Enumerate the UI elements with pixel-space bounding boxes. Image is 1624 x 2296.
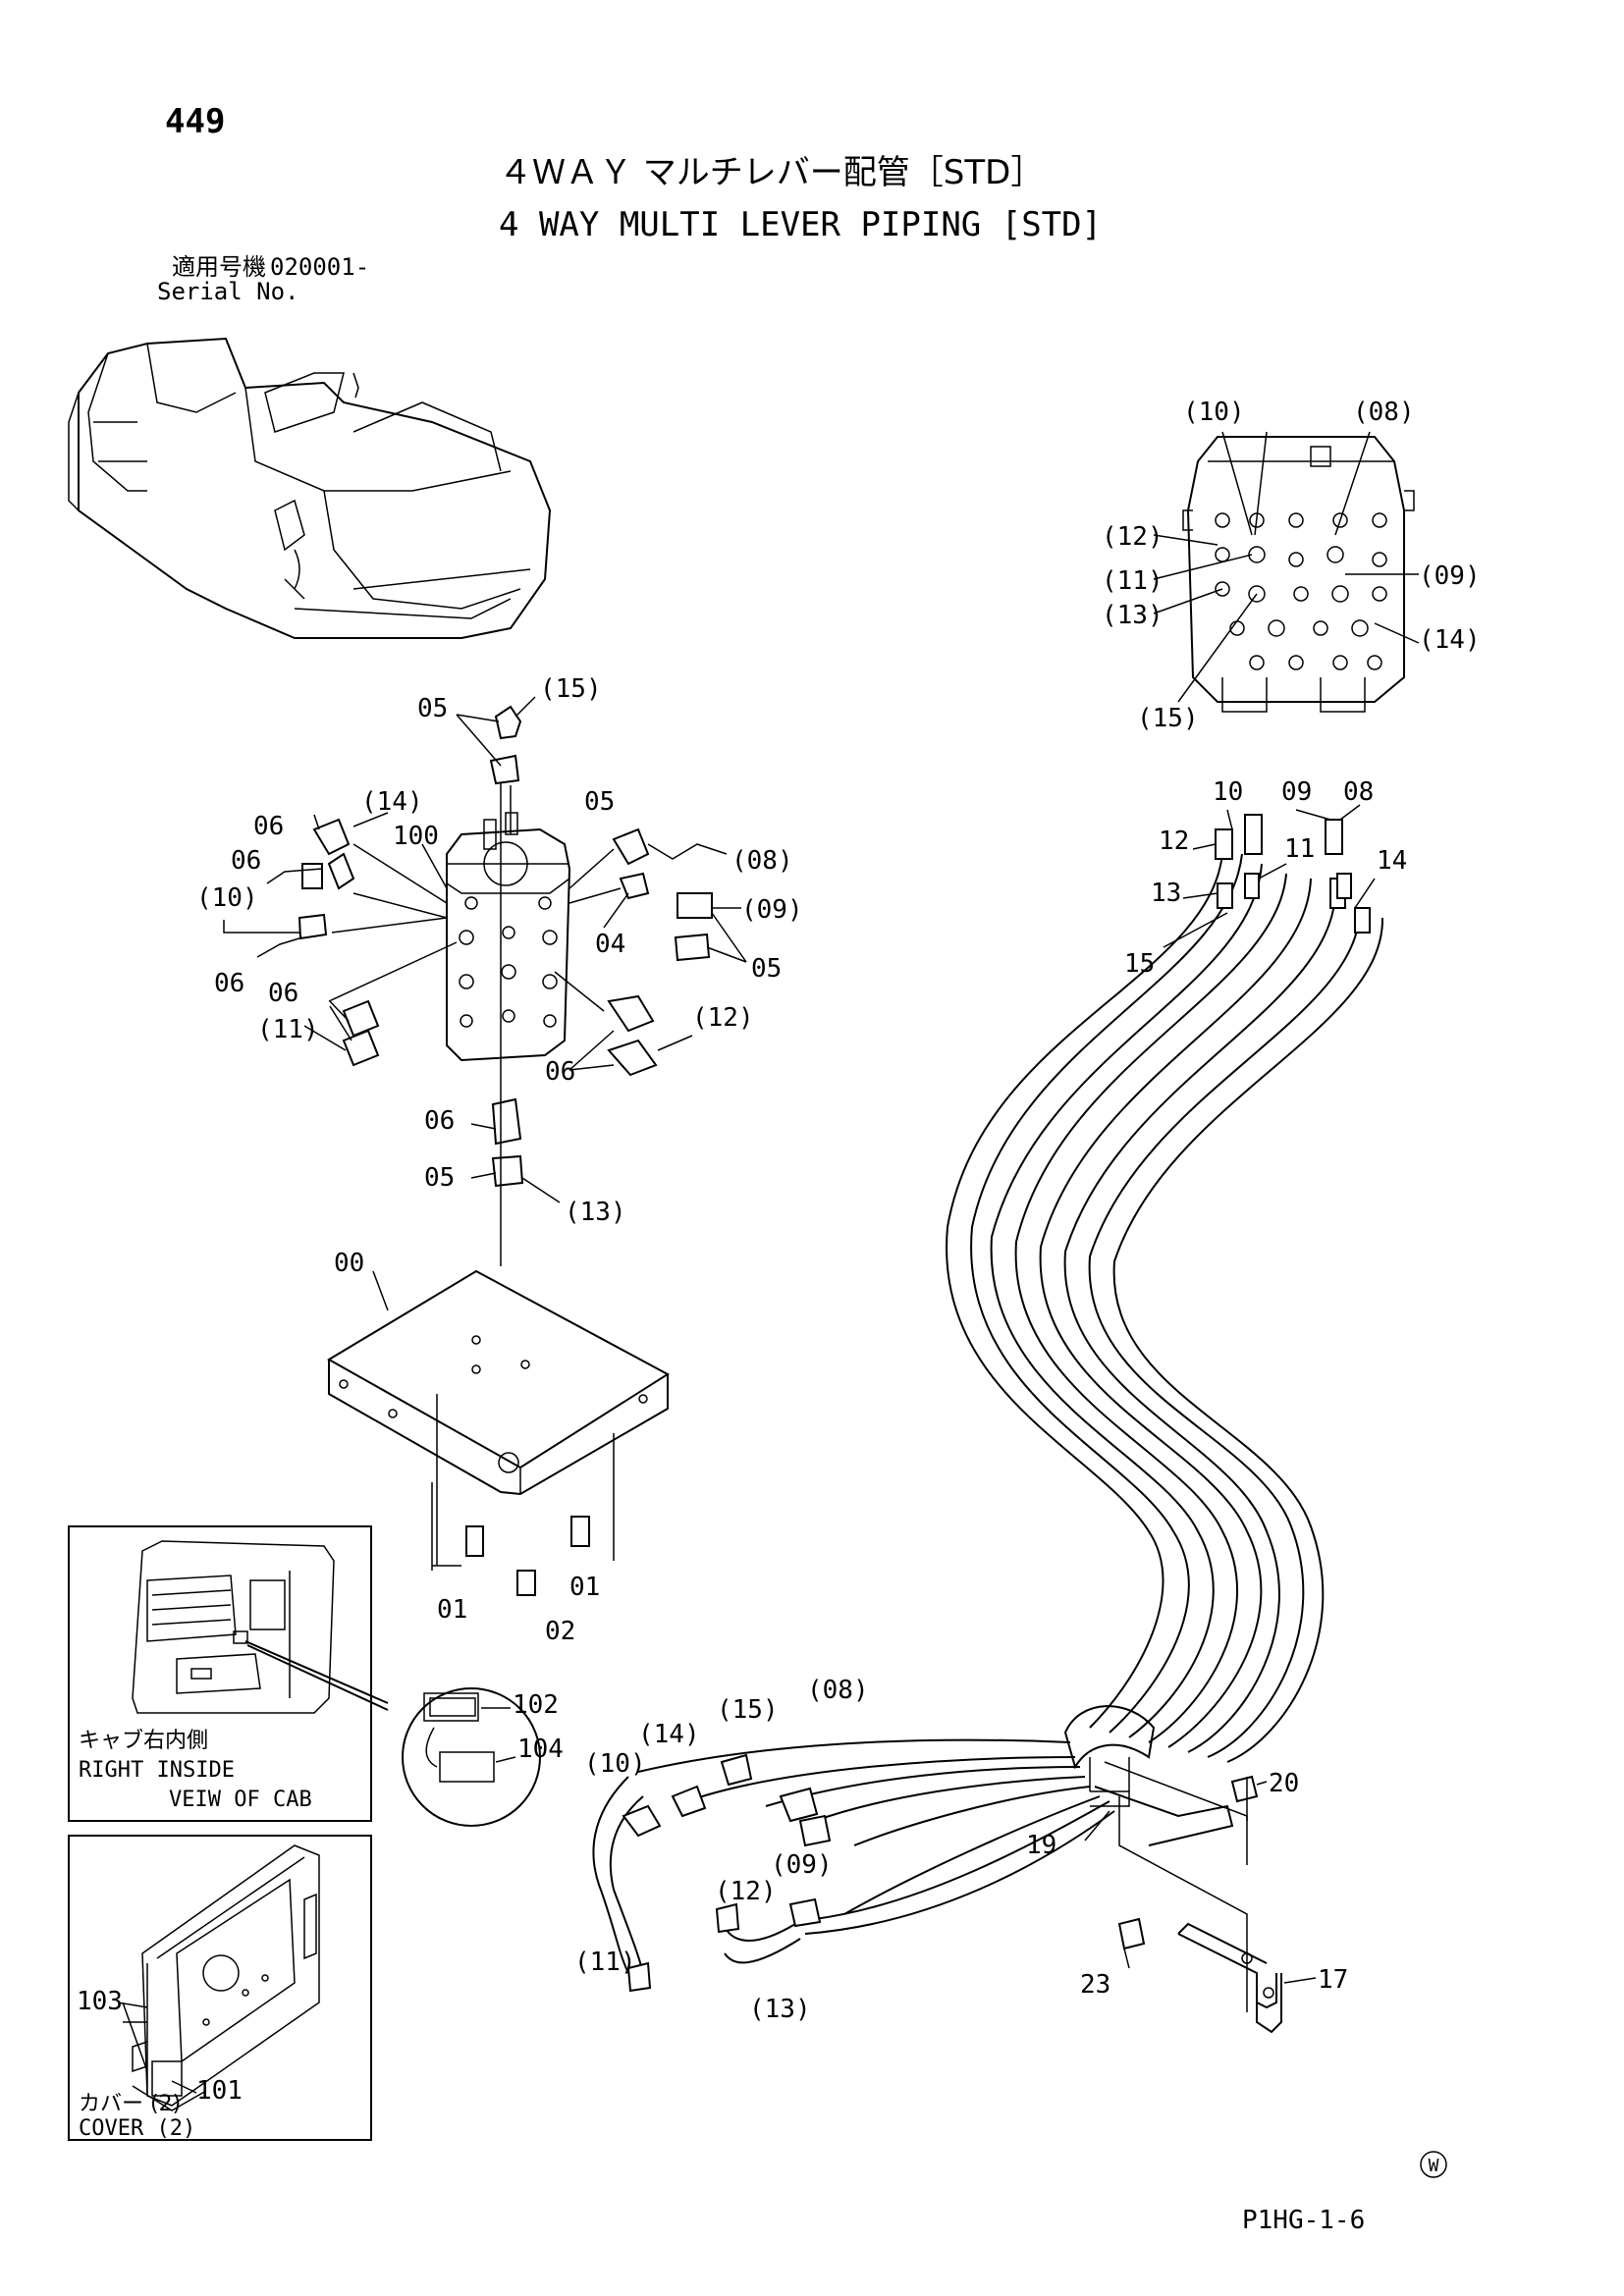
callout-06-c: 06 xyxy=(214,969,244,998)
hose-callout-15: 15 xyxy=(1124,949,1155,979)
callout-11-left: (11) xyxy=(257,1015,319,1044)
hose-callout-11: 11 xyxy=(1284,834,1315,864)
lower-callout-10: (10) xyxy=(584,1749,646,1779)
callout-02: 02 xyxy=(545,1617,575,1646)
detail-callout-08: (08) xyxy=(1353,398,1415,427)
callout-05-right: 05 xyxy=(584,787,615,817)
callout-05-bottom: 05 xyxy=(424,1163,455,1193)
cover-illustration xyxy=(117,1844,320,2111)
hose-callout-08: 08 xyxy=(1343,777,1374,807)
hose-bundle xyxy=(592,804,1384,2034)
lower-callout-14: (14) xyxy=(638,1720,700,1749)
serial-value: 020001- xyxy=(270,253,369,281)
lower-callout-12: (12) xyxy=(715,1877,777,1906)
callout-17: 17 xyxy=(1318,1965,1348,1995)
cab-interior-illustration xyxy=(132,1540,389,1714)
cab-caption-english-1: RIGHT INSIDE xyxy=(79,1758,235,1783)
label-sticker-detail xyxy=(423,1692,516,1783)
lower-callout-15: (15) xyxy=(717,1695,779,1725)
w-mark-circle xyxy=(1420,2151,1447,2178)
multi-lever-valve-assembly xyxy=(223,696,747,1266)
callout-14-left: (14) xyxy=(361,787,423,817)
lower-callout-11: (11) xyxy=(574,1948,636,1977)
serial-label-english: Serial No. xyxy=(157,278,299,305)
lower-callout-08: (08) xyxy=(807,1676,869,1705)
cover-inset-frame xyxy=(68,1835,372,2141)
valve-top-view-detail xyxy=(1153,431,1420,713)
callout-10-left: (10) xyxy=(196,883,258,913)
callout-102: 102 xyxy=(513,1690,559,1720)
serial-label-japanese: 適用号機 xyxy=(172,253,266,281)
callout-04: 04 xyxy=(595,930,625,959)
detail-callout-15: (15) xyxy=(1137,704,1199,733)
cab-inset-frame xyxy=(68,1525,372,1822)
callout-05-lower: 05 xyxy=(751,954,782,984)
cover-caption-english: COVER (2) xyxy=(79,2116,195,2141)
callout-13-center: (13) xyxy=(565,1198,626,1227)
callout-08-right: (08) xyxy=(731,846,793,876)
detail-callout-09: (09) xyxy=(1419,561,1481,591)
callout-23: 23 xyxy=(1080,1970,1110,2000)
w-mark: W xyxy=(1429,2156,1439,2176)
page-number: 449 xyxy=(165,102,225,141)
callout-06-b: 06 xyxy=(231,846,261,876)
callout-01-right: 01 xyxy=(569,1573,600,1602)
drawing-code: P1HG-1-6 xyxy=(1242,2206,1365,2235)
callout-15-top: (15) xyxy=(540,674,602,704)
callout-05-top: 05 xyxy=(417,694,448,723)
callout-100: 100 xyxy=(393,822,439,851)
title-japanese: ４ＷＡＹ マルチレバー配管［STD］ xyxy=(499,153,1044,192)
hose-callout-10: 10 xyxy=(1213,777,1243,807)
title-english: 4 WAY MULTI LEVER PIPING [STD] xyxy=(499,205,1102,244)
hose-callout-09: 09 xyxy=(1281,777,1312,807)
callout-19: 19 xyxy=(1026,1831,1056,1860)
detail-callout-13: (13) xyxy=(1102,601,1164,630)
callout-09-right: (09) xyxy=(741,895,803,925)
detail-callout-10: (10) xyxy=(1183,398,1245,427)
callout-12-right: (12) xyxy=(692,1003,754,1033)
lower-callout-13: (13) xyxy=(749,1995,811,2024)
detail-callout-12: (12) xyxy=(1102,522,1164,552)
lower-callout-09: (09) xyxy=(771,1850,833,1880)
callout-06-a: 06 xyxy=(253,812,284,841)
hose-callout-13: 13 xyxy=(1151,879,1181,908)
mounting-plate xyxy=(327,1269,670,1596)
cab-caption-japanese: キャブ右内側 xyxy=(79,1729,208,1753)
callout-06-e: 06 xyxy=(545,1057,575,1087)
cab-caption-english-2: VEIW OF CAB xyxy=(169,1788,312,1812)
callout-magnifier-circle xyxy=(402,1687,541,1827)
hose-callout-12: 12 xyxy=(1159,827,1189,856)
callout-06-f: 06 xyxy=(424,1106,455,1136)
detail-callout-14: (14) xyxy=(1419,625,1481,655)
callout-101: 101 xyxy=(196,2076,243,2106)
detail-callout-11: (11) xyxy=(1102,566,1164,596)
callout-01-left: 01 xyxy=(437,1595,467,1625)
callout-103: 103 xyxy=(77,1987,123,2016)
excavator-illustration xyxy=(68,337,552,639)
callout-06-d: 06 xyxy=(268,979,298,1008)
callout-00: 00 xyxy=(334,1249,364,1278)
callout-104: 104 xyxy=(517,1735,564,1764)
hose-callout-14: 14 xyxy=(1377,846,1407,876)
callout-20: 20 xyxy=(1269,1769,1299,1798)
cover-caption-japanese: カバー (2) xyxy=(79,2092,181,2116)
